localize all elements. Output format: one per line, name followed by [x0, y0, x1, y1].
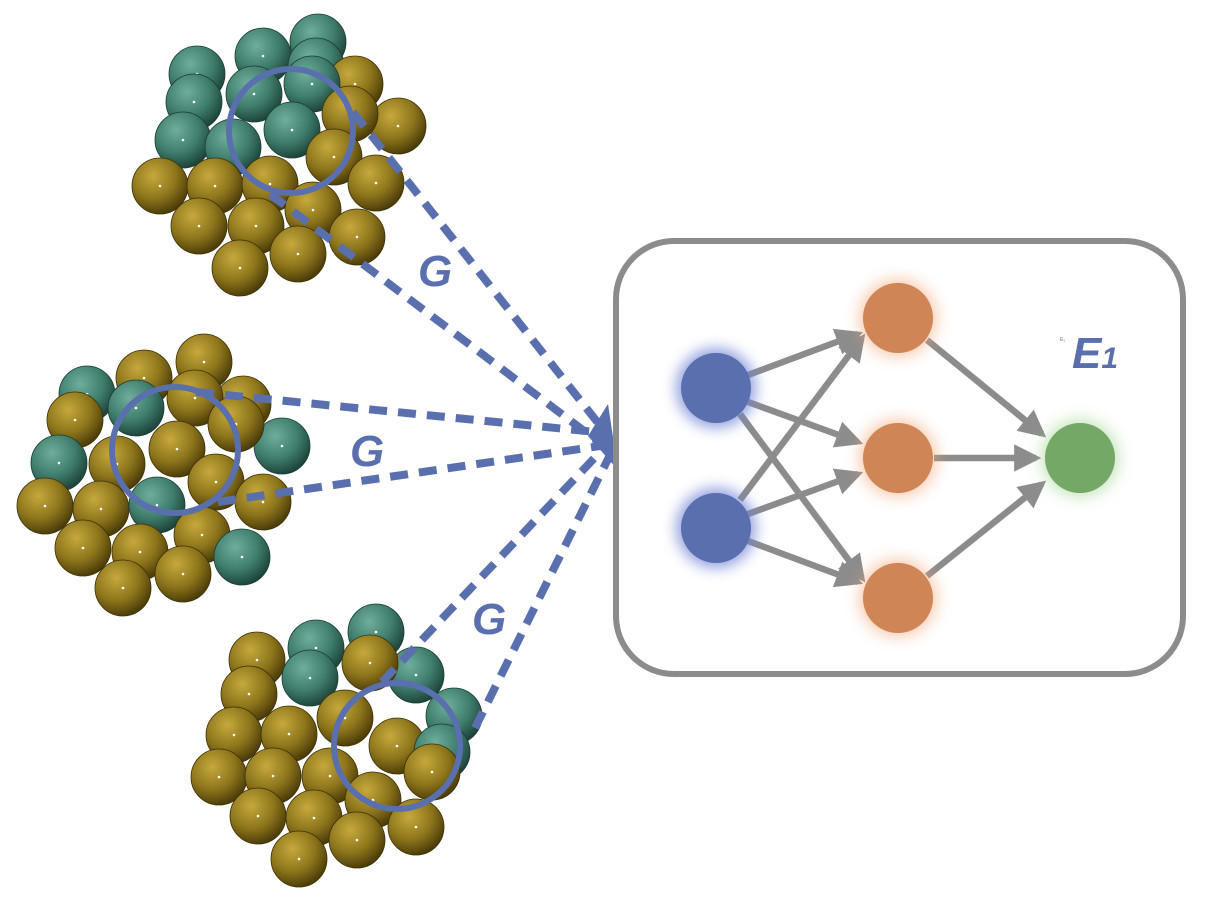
descriptor-label-bottom: G — [472, 595, 506, 644]
dashed-line-middle-2 — [217, 442, 601, 506]
network-connections — [737, 328, 1047, 588]
atom-highlight-dot — [254, 224, 258, 228]
atom-highlight-dot — [311, 208, 315, 212]
descriptor-dashed-lines — [195, 109, 614, 730]
atom-highlight-dot — [200, 533, 204, 537]
atom-highlight-dot — [43, 504, 47, 508]
input-node-1 — [681, 353, 751, 423]
atom-highlight-dot — [261, 500, 265, 504]
atom-highlight-dot — [374, 630, 378, 634]
atom-highlight-dot — [290, 128, 294, 132]
atom-highlight-dot — [175, 447, 179, 451]
atom-highlight-dot — [368, 661, 372, 665]
descriptor-label-top: G — [418, 247, 452, 296]
atom-highlight-dot — [271, 774, 275, 778]
output-node — [1045, 423, 1115, 493]
atom-highlight-dot — [314, 646, 318, 650]
atom-highlight-dot — [134, 406, 138, 410]
cluster-bottom-selection-circle — [331, 680, 463, 812]
atom-highlight-dot — [121, 586, 125, 590]
atom-highlight-dot — [297, 857, 301, 861]
descriptor-label-middle: G — [350, 427, 384, 476]
output-label-subscript: 1 — [1101, 342, 1118, 375]
atom-highlight-dot — [193, 396, 197, 400]
atom-highlight-dot — [332, 155, 336, 159]
cluster-middle — [16, 333, 311, 617]
atom-highlight-dot — [138, 550, 142, 554]
atom-highlight-dot — [256, 814, 260, 818]
atom-highlight-dot — [73, 418, 77, 422]
atom-highlight-dot — [181, 572, 185, 576]
cluster-top — [131, 13, 427, 297]
edge-input2-hidden3 — [746, 537, 864, 588]
atom-highlight-dot — [232, 733, 236, 737]
atom-highlight-dot — [197, 224, 201, 228]
edge-input2-hidden2 — [746, 468, 864, 518]
atom-highlight-dot — [192, 100, 196, 104]
atom-highlight-dot — [268, 182, 272, 186]
atom-highlight-dot — [343, 716, 347, 720]
dashed-line-middle-1 — [195, 388, 597, 436]
atom-highlight-dot — [142, 376, 146, 380]
atom-highlight-dot — [414, 825, 418, 829]
dashed-line-bottom-2 — [471, 453, 614, 730]
edge-input2-hidden1 — [737, 333, 866, 502]
atom-highlight-dot — [312, 816, 316, 820]
atom-highlight-dot — [57, 461, 61, 465]
atom-highlight-dot — [395, 744, 399, 748]
dashed-line-top-1 — [349, 109, 606, 431]
atom-highlight-dot — [252, 92, 256, 96]
output-label-main: E — [1072, 329, 1103, 378]
atom-highlight-dot — [158, 184, 162, 188]
atom-highlight-dot — [287, 732, 291, 736]
atom-highlight-dot — [374, 181, 378, 185]
atom-highlight-dot — [238, 266, 242, 270]
atom-highlight-dot — [308, 676, 312, 680]
atom-highlight-dot — [430, 770, 434, 774]
hidden-node-1 — [863, 283, 933, 353]
atom-highlight-dot — [81, 546, 85, 550]
cluster-middle-selection-circle — [109, 384, 241, 516]
dashed-line-bottom-1 — [379, 447, 605, 685]
atom-highlight-dot — [355, 235, 359, 239]
edge-hidden1-output — [924, 337, 1047, 438]
atom-highlight-dot — [310, 82, 314, 86]
atom-highlight-dot — [240, 555, 244, 559]
edge-input1-hidden2 — [746, 398, 864, 448]
tiny-mark: E₁ — [1060, 337, 1065, 343]
dashed-line-top-2 — [267, 190, 599, 444]
atom-highlight-dot — [214, 480, 218, 484]
output-energy-label: E1 — [1072, 329, 1118, 378]
atom-highlight-dot — [296, 252, 300, 256]
atom-highlight-dot — [353, 82, 357, 86]
input-node-2 — [681, 493, 751, 563]
atom-highlight-dot — [414, 673, 418, 677]
atom-highlight-dot — [213, 184, 217, 188]
atom-highlight-dot — [261, 54, 265, 58]
atom-highlight-dot — [255, 658, 259, 662]
edge-hidden3-output — [924, 480, 1047, 579]
atom-highlight-dot — [247, 692, 251, 696]
atom-highlight-dot — [371, 798, 375, 802]
convergence-arrowhead — [588, 404, 618, 470]
atom-highlight-dot — [217, 775, 221, 779]
cluster-top-selection-circle — [226, 66, 356, 196]
atom-highlight-dot — [355, 838, 359, 842]
atom-highlight-dot — [99, 507, 103, 511]
atom-highlight-dot — [280, 444, 284, 448]
hidden-node-2 — [863, 423, 933, 493]
atom-highlight-dot — [155, 503, 159, 507]
atom-highlight-dot — [396, 124, 400, 128]
hidden-node-3 — [863, 563, 933, 633]
atom-highlight-dot — [181, 138, 185, 142]
atom-highlight-dot — [202, 360, 206, 364]
atom-highlight-dot — [328, 774, 332, 778]
